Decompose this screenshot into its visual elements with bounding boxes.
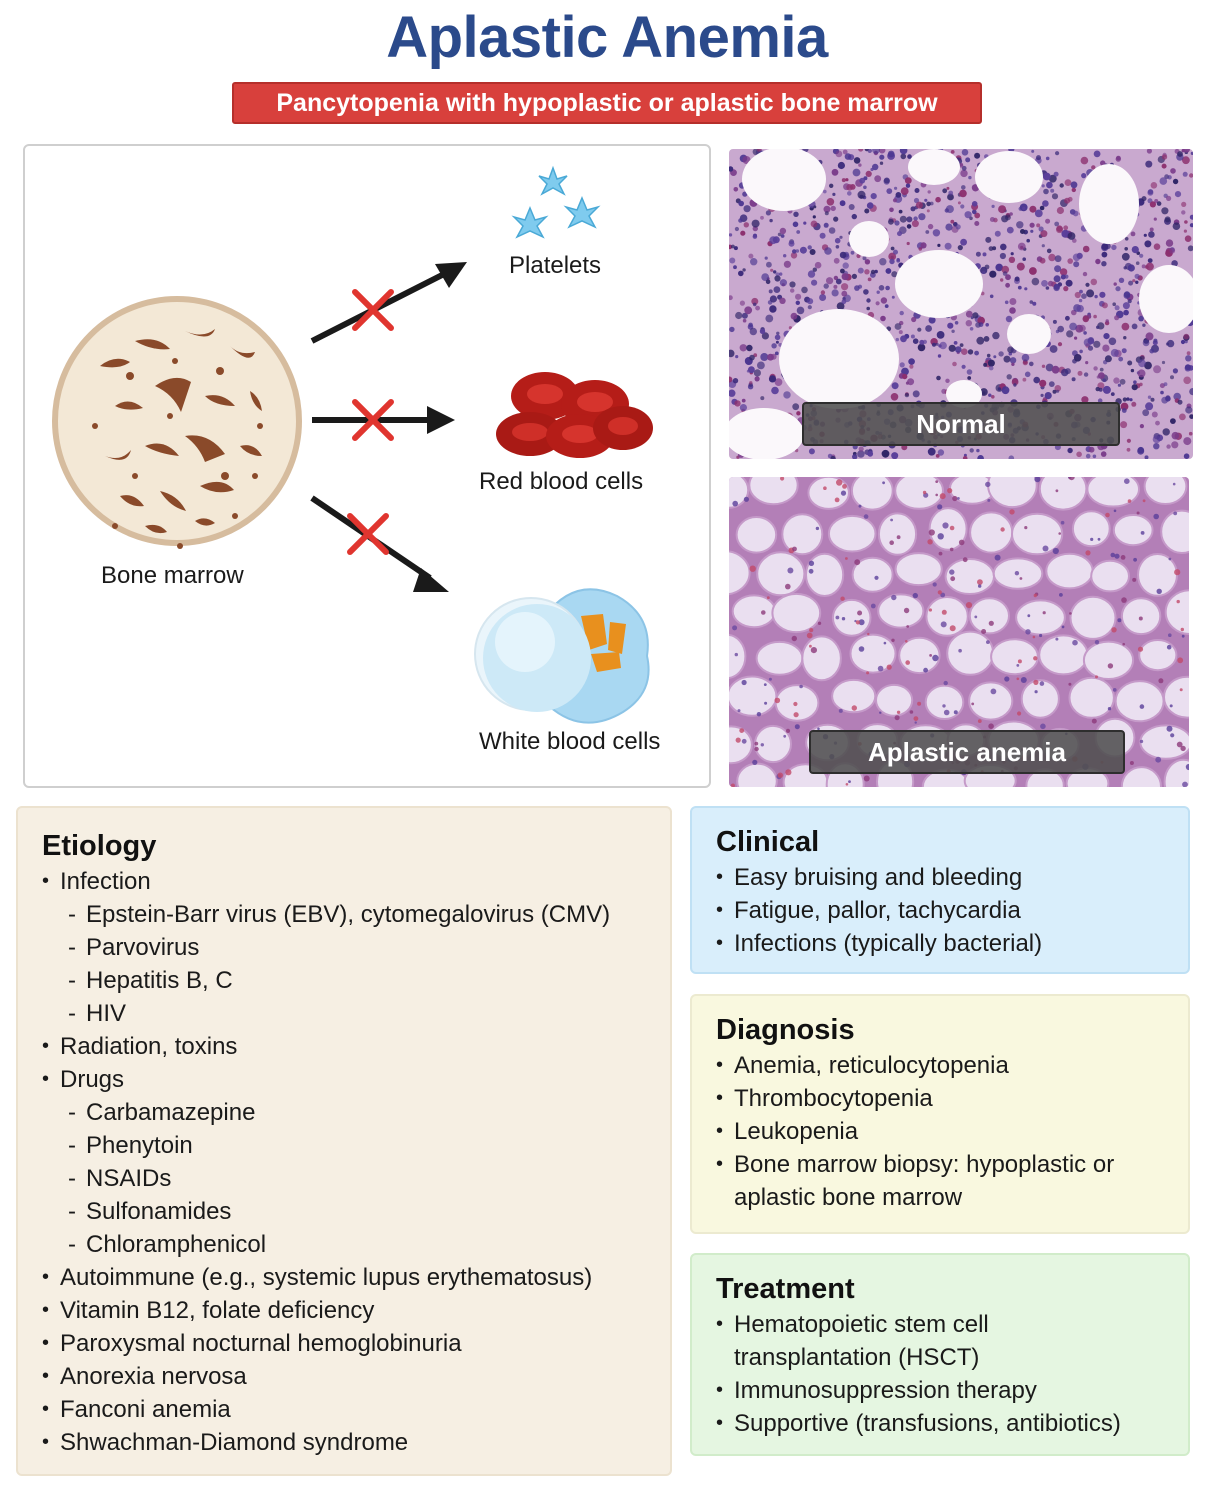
list-item: Supportive (transfusions, antibiotics) bbox=[716, 1407, 1188, 1440]
list-item: Infections (typically bacterial) bbox=[716, 927, 1188, 960]
list-item: Sulfonamides bbox=[42, 1195, 670, 1228]
red-blood-cells-label: Red blood cells bbox=[479, 468, 644, 495]
list-item: Autoimmune (e.g., systemic lupus erythem… bbox=[42, 1261, 670, 1294]
list-item: Paroxysmal nocturnal hemoglobinuria bbox=[42, 1327, 670, 1360]
diagnosis-heading: Diagnosis bbox=[716, 1014, 855, 1046]
list-item: Epstein-Barr virus (EBV), cytomegaloviru… bbox=[42, 898, 670, 931]
normal-marrow-micrograph: Normal bbox=[729, 149, 1193, 459]
diagnosis-panel: Diagnosis Anemia, reticulocytopenia Thro… bbox=[690, 994, 1190, 1234]
page-title: Aplastic Anemia bbox=[386, 5, 828, 70]
subtitle-banner: Pancytopenia with hypoplastic or aplasti… bbox=[232, 82, 982, 124]
list-item: NSAIDs bbox=[42, 1162, 670, 1195]
aplastic-anemia-label: Aplastic anemia bbox=[809, 730, 1125, 774]
list-item: Anorexia nervosa bbox=[42, 1360, 670, 1393]
list-item: Bone marrow biopsy: hypoplastic or aplas… bbox=[716, 1148, 1188, 1214]
treatment-heading: Treatment bbox=[716, 1273, 855, 1305]
diagram-graphic bbox=[52, 165, 653, 724]
list-item: Drugs bbox=[42, 1063, 670, 1096]
bone-marrow-icon bbox=[52, 296, 302, 549]
list-item: Immunosuppression therapy bbox=[716, 1374, 1188, 1407]
list-item: Hematopoietic stem cell transplantation … bbox=[716, 1308, 1188, 1374]
red-blood-cells-icon bbox=[496, 372, 653, 458]
etiology-panel: Etiology InfectionEpstein-Barr virus (EB… bbox=[16, 806, 672, 1476]
blocked-cross-icon bbox=[347, 289, 394, 555]
aplastic-marrow-micrograph: Aplastic anemia bbox=[729, 477, 1189, 787]
list-item: Easy bruising and bleeding bbox=[716, 861, 1188, 894]
list-item: Vitamin B12, folate deficiency bbox=[42, 1294, 670, 1327]
list-item: Thrombocytopenia bbox=[716, 1082, 1188, 1115]
list-item: Shwachman-Diamond syndrome bbox=[42, 1426, 670, 1459]
list-item: Fanconi anemia bbox=[42, 1393, 670, 1426]
list-item: Anemia, reticulocytopenia bbox=[716, 1049, 1188, 1082]
list-item: Radiation, toxins bbox=[42, 1030, 670, 1063]
white-blood-cells-icon bbox=[474, 588, 650, 724]
etiology-list: InfectionEpstein-Barr virus (EBV), cytom… bbox=[42, 865, 670, 1459]
list-item: Fatigue, pallor, tachycardia bbox=[716, 894, 1188, 927]
bone-marrow-label: Bone marrow bbox=[101, 562, 244, 589]
treatment-panel: Treatment Hematopoietic stem cell transp… bbox=[690, 1253, 1190, 1456]
list-item: Parvovirus bbox=[42, 931, 670, 964]
list-item: Chloramphenicol bbox=[42, 1228, 670, 1261]
platelets-icon bbox=[511, 165, 601, 239]
list-item: Hepatitis B, C bbox=[42, 964, 670, 997]
list-item: Leukopenia bbox=[716, 1115, 1188, 1148]
list-item: Phenytoin bbox=[42, 1129, 670, 1162]
clinical-heading: Clinical bbox=[716, 826, 820, 858]
clinical-panel: Clinical Easy bruising and bleeding Fati… bbox=[690, 806, 1190, 974]
pathway-diagram: Bone marrow Platelets Red blood cells Wh… bbox=[23, 144, 711, 788]
white-blood-cells-label: White blood cells bbox=[479, 728, 661, 755]
etiology-heading: Etiology bbox=[42, 830, 157, 862]
normal-label: Normal bbox=[802, 402, 1120, 446]
list-item: Carbamazepine bbox=[42, 1096, 670, 1129]
list-item: Infection bbox=[42, 865, 670, 898]
platelets-label: Platelets bbox=[509, 252, 602, 279]
list-item: HIV bbox=[42, 997, 670, 1030]
